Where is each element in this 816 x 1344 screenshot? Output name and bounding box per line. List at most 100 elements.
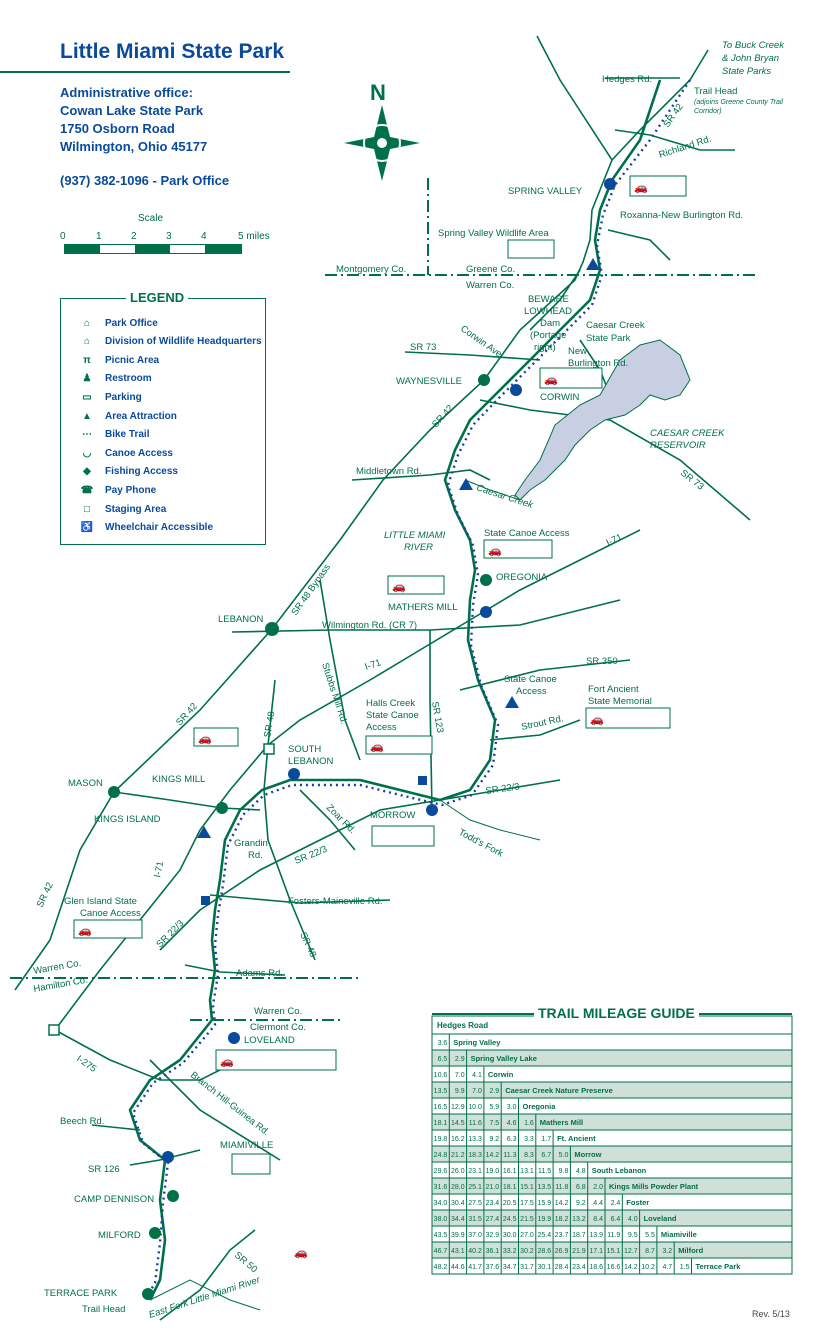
table-cell: 7.0: [455, 1072, 465, 1079]
table-cell: 1.5: [680, 1264, 690, 1271]
label-fort-ancient-1: Fort Ancient: [588, 684, 639, 695]
table-cell: 6.7: [541, 1152, 551, 1159]
amenity-box-state-canoe-north: [483, 539, 553, 559]
towns: [108, 178, 616, 1300]
label-i71-mid: I-71: [364, 657, 383, 673]
label-waynesville: WAYNESVILLE: [396, 376, 462, 387]
table-row: [431, 1257, 793, 1275]
wildlife-hq-icon: ⌂: [83, 336, 91, 348]
table-cell: 4.1: [472, 1072, 482, 1079]
table-cell: 16.5: [434, 1104, 448, 1111]
scale-segment: [205, 245, 241, 253]
label-camp-dennison: CAMP DENNISON: [74, 1194, 154, 1205]
amenity-glyphs: 🚗 🚗 🚗 🚗 🚗 🚗 🚗 🚗 🚗 🚗: [78, 182, 648, 1259]
table-cell: 10.6: [434, 1072, 448, 1079]
table-cell: 16.6: [607, 1264, 621, 1271]
table-cell: 24.5: [503, 1216, 517, 1223]
label-sr123: SR 123: [429, 701, 445, 734]
table-cell: 13.2: [572, 1216, 586, 1223]
roads: [14, 35, 751, 1321]
scale-tick: 4: [201, 231, 207, 242]
table-row-name: Morrow: [574, 1150, 601, 1159]
legend-item: ♿Wheelchair Accessible: [76, 519, 213, 537]
table-row-name: Spring Valley: [453, 1038, 501, 1047]
label-halls-creek-3: Access: [366, 722, 397, 733]
table-cell: 26.0: [451, 1168, 465, 1175]
label-i275: I-275: [74, 1053, 98, 1074]
label-miamiville: MIAMIVILLE: [220, 1140, 273, 1151]
interchange-marker: [48, 1024, 60, 1036]
table-cell: 14.5: [451, 1120, 465, 1127]
label-state-canoe-south-2: Access: [516, 686, 547, 697]
table-cell: 43.1: [451, 1248, 465, 1255]
table-cell: 11.6: [469, 1120, 482, 1127]
table-cell: 11.3: [503, 1152, 516, 1159]
area-attraction-icon: ▲: [82, 410, 92, 422]
table-cell: 28.4: [555, 1264, 569, 1271]
table-cell: 5.0: [559, 1152, 569, 1159]
table-cell: 34.0: [434, 1200, 448, 1207]
label-grandin-rd-1: Grandin: [234, 838, 268, 849]
compass-hub: [377, 138, 387, 148]
label-hedges-rd: Hedges Rd.: [602, 74, 652, 85]
road-beech: [91, 1124, 141, 1131]
label-mathers-mill: MATHERS MILL: [388, 602, 458, 613]
label-buck-creek: To Buck Creek: [722, 40, 785, 51]
label-sr22-3-mid: SR 22/3: [293, 844, 329, 867]
label-i71-south: I-71: [152, 860, 166, 878]
table-cell: 29.6: [434, 1168, 448, 1175]
scale-bar: [64, 244, 242, 254]
table-cell: 17.5: [520, 1200, 534, 1207]
legend-item: □Staging Area: [76, 500, 166, 518]
picnic-area-icon: π: [83, 354, 91, 366]
road-sr126: [129, 1149, 201, 1166]
park-office-icon: ⌂: [83, 317, 91, 329]
legend-item-label: Fishing Access: [105, 466, 178, 478]
legend-item: ☎Pay Phone: [76, 481, 156, 499]
table-row: [431, 1097, 793, 1115]
table-cell: 27.0: [520, 1232, 534, 1239]
road-sr22-3: [159, 799, 441, 951]
table-cell: 16.1: [503, 1168, 517, 1175]
table-cell: 5.5: [645, 1232, 655, 1239]
table-cell: 34.7: [503, 1264, 517, 1271]
table-cell: 6.3: [507, 1136, 517, 1143]
town-marker: [604, 178, 616, 190]
interchanges: [48, 743, 275, 1036]
table-cell: 46.7: [434, 1248, 448, 1255]
table-cell: 19.9: [537, 1216, 551, 1223]
amenity-box-corwin: [539, 367, 603, 389]
legend-item: ◡Canoe Access: [76, 444, 173, 462]
parking-icon: 🚗: [634, 182, 648, 194]
table-cell: 18.3: [468, 1152, 482, 1159]
table-row-name: Caesar Creek Nature Preserve: [505, 1086, 613, 1095]
label-state-canoe-access-north: State Canoe Access: [484, 528, 570, 539]
amenity-box-morrow: [371, 825, 435, 847]
table-cell: 4.8: [576, 1168, 586, 1175]
table-cell: 9.8: [559, 1168, 569, 1175]
table-cell: 18.6: [589, 1264, 603, 1271]
parking-icon: 🚗: [590, 714, 604, 726]
table-cell: 12.7: [624, 1248, 638, 1255]
town-marker: [288, 768, 300, 780]
table-cell: 36.1: [486, 1248, 500, 1255]
table-cell: 30.4: [451, 1200, 465, 1207]
table-cell: 31.6: [434, 1184, 448, 1191]
table-cell: 13.9: [589, 1232, 603, 1239]
town-marker: [142, 1288, 154, 1300]
label-right: right): [534, 342, 556, 353]
table-cell: 33.2: [503, 1248, 517, 1255]
scale-segment: [135, 245, 170, 253]
table-row-name: Mathers Mill: [540, 1118, 583, 1127]
town-marker: [228, 1032, 240, 1044]
wheelchair-accessible-icon: ♿: [80, 522, 94, 534]
office-line-1: Cowan Lake State Park: [60, 103, 204, 118]
parking-icon: 🚗: [78, 925, 92, 937]
road-sr50: [159, 1229, 256, 1321]
town-marker: [480, 606, 492, 618]
table-cell: 1.6: [524, 1120, 534, 1127]
title-divider: [0, 71, 290, 73]
table-cell: 43.5: [434, 1232, 448, 1239]
label-milford: MILFORD: [98, 1230, 141, 1241]
legend-item: ▭Parking: [76, 388, 141, 406]
